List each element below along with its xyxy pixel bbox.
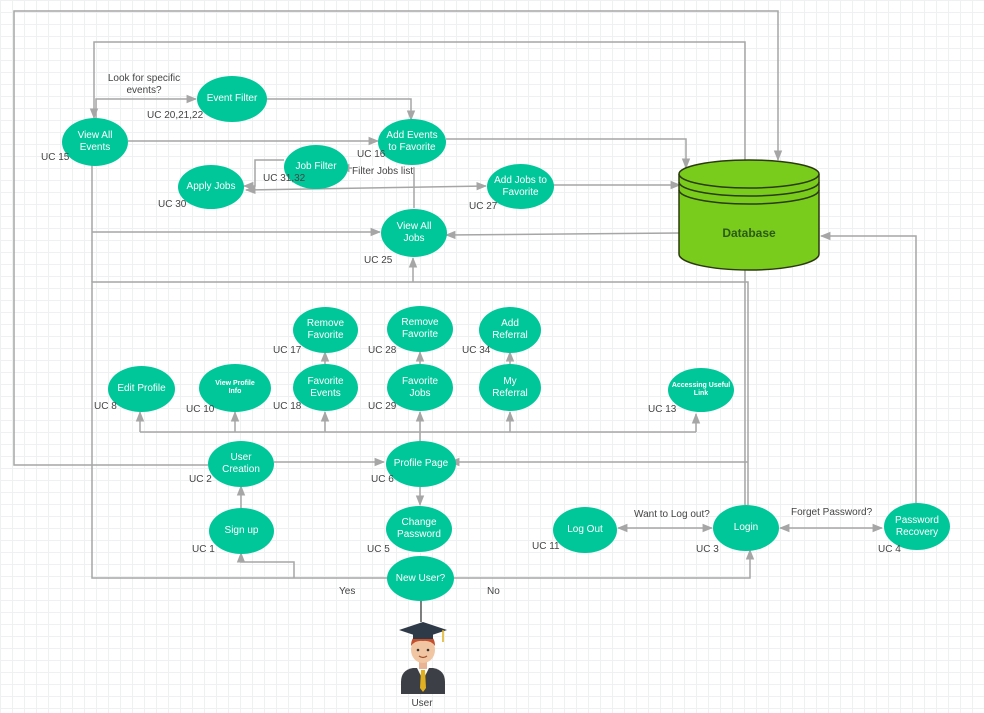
connector-loop-to-login — [740, 548, 755, 579]
node-apply-jobs[interactable]: Apply Jobs — [178, 165, 244, 209]
uc-label: UC 34 — [462, 345, 491, 356]
node-remove-favorite-17[interactable]: Remove Favorite — [293, 307, 358, 353]
database-icon — [678, 159, 820, 271]
node-edit-profile[interactable]: Edit Profile — [108, 366, 175, 412]
uc-label: UC 2 — [189, 474, 212, 485]
edge-label-yes: Yes — [339, 586, 356, 597]
node-new-user[interactable]: New User? — [387, 556, 454, 601]
database-label: Database — [722, 226, 776, 240]
uc-label: UC 4 — [878, 544, 901, 555]
node-favorite-events[interactable]: Favorite Events — [293, 364, 358, 411]
connector-add-events-to-database — [446, 138, 691, 170]
node-add-referral[interactable]: Add Referral — [479, 307, 541, 353]
uc-label: UC 5 — [367, 544, 390, 555]
connector-recovery-to-database — [819, 231, 917, 503]
node-login[interactable]: Login — [713, 505, 779, 551]
node-favorite-jobs[interactable]: Favorite Jobs — [387, 364, 453, 411]
node-view-all-jobs[interactable]: View All Jobs — [381, 209, 447, 257]
uc-label: UC 16 — [357, 149, 386, 160]
node-my-referral[interactable]: My Referral — [479, 364, 541, 411]
node-log-out[interactable]: Log Out — [553, 507, 617, 553]
uc-label: UC 29 — [368, 401, 397, 412]
connector-login-to-events — [89, 41, 746, 505]
edge-label-no: No — [487, 586, 500, 597]
uc-label: UC 18 — [273, 401, 302, 412]
node-view-profile-info[interactable]: View Profile Info — [199, 364, 271, 412]
node-event-filter[interactable]: Event Filter — [197, 76, 267, 122]
uc-label: UC 25 — [364, 255, 393, 266]
connector-database-to-view-jobs — [444, 230, 681, 240]
edge-label-forget-password: Forget Password? — [791, 507, 873, 518]
uc-label: UC 10 — [186, 404, 215, 415]
node-remove-favorite-28[interactable]: Remove Favorite — [387, 306, 453, 352]
uc-label: UC 6 — [371, 474, 394, 485]
node-sign-up[interactable]: Sign up — [209, 508, 274, 554]
edge-label-want-log-out: Want to Log out? — [634, 509, 710, 520]
uc-label: UC 30 — [158, 199, 187, 210]
node-user-creation[interactable]: User Creation — [208, 441, 274, 487]
node-password-recovery[interactable]: Password Recovery — [884, 503, 950, 550]
connector-apply-to-add-jobs — [244, 181, 488, 195]
uc-label: UC 28 — [368, 345, 397, 356]
uc-label: UC 13 — [648, 404, 677, 415]
uc-label: UC 20,21,22 — [147, 110, 204, 121]
node-profile-page[interactable]: Profile Page — [386, 441, 456, 487]
user-actor-icon — [399, 622, 447, 694]
node-job-filter[interactable]: Job Filter — [284, 145, 348, 189]
uc-label: UC 8 — [94, 401, 117, 412]
edge-label-look-for-events: Look for specific events? — [107, 73, 181, 96]
uc-label: UC 11 — [532, 541, 560, 552]
uc-label: UC 27 — [469, 201, 498, 212]
connector-filter-to-add-events — [266, 98, 416, 122]
node-add-jobs-to-favorite[interactable]: Add Jobs to Favorite — [487, 164, 554, 209]
uc-label: UC 17 — [273, 345, 302, 356]
edge-label-filter-jobs-list: Filter Jobs list — [352, 166, 414, 178]
uc-label: UC 15 — [41, 152, 70, 163]
connector-user-creation-to-database — [13, 10, 783, 466]
connector-new-user-to-signup — [236, 551, 295, 578]
node-change-password[interactable]: Change Password — [386, 506, 452, 552]
node-view-all-events[interactable]: View All Events — [62, 118, 128, 166]
uc-label: UC 3 — [696, 544, 719, 555]
uc-label: UC 31,32 — [263, 173, 306, 184]
node-accessing-useful-link[interactable]: Accessing Useful Link — [668, 368, 734, 412]
connector-events-to-filter — [95, 94, 198, 118]
node-add-events-to-favorite[interactable]: Add Events to Favorite — [378, 119, 446, 165]
uc-label: UC 1 — [192, 544, 215, 555]
user-actor-label: User — [411, 698, 433, 709]
